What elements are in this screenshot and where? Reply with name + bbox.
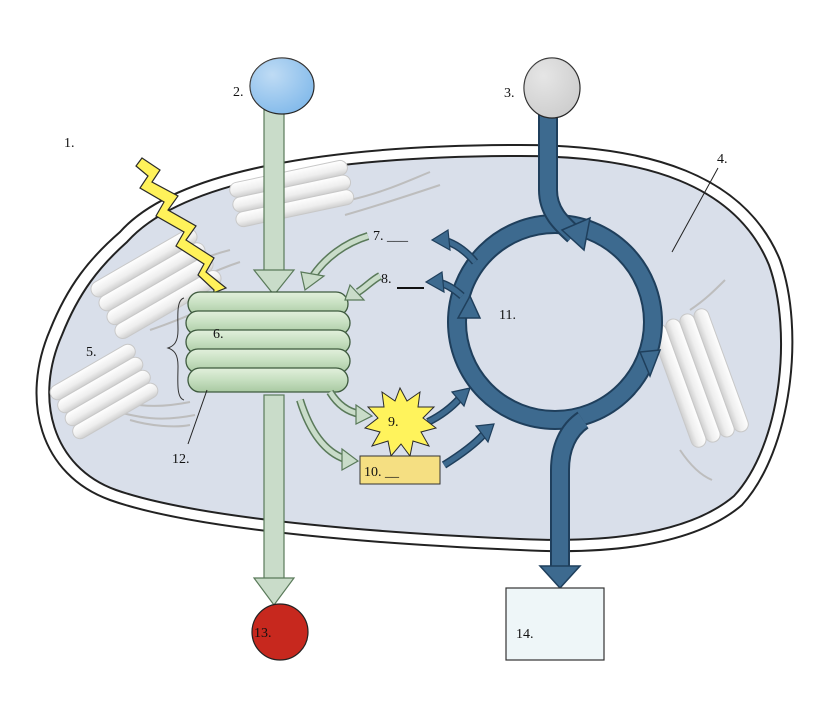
light-reaction-vertical-arrow: [252, 109, 296, 607]
label-2: 2.: [233, 85, 244, 100]
green-arrow-8-to-granum: [344, 272, 382, 301]
granum-bracket: [166, 297, 185, 401]
label-14: 14.: [516, 627, 534, 642]
label-13: 13.: [254, 626, 272, 641]
output-box-14: [505, 587, 605, 661]
granum-stack: [185, 291, 351, 393]
blue-arrow-9-to-cycle: [426, 387, 471, 426]
green-arrow-granum-to-10: [296, 398, 360, 472]
thylakoid-stack-right: [651, 308, 749, 448]
label-10: 10. __: [364, 465, 400, 480]
label-4: 4.: [717, 152, 728, 167]
green-arrow-granum-to-9: [326, 389, 374, 425]
label-8: 8.: [381, 272, 392, 287]
input-3-highlight: [524, 58, 580, 118]
label-12-pointer: [187, 389, 208, 445]
box-10: [359, 455, 441, 485]
input-2-highlight: [250, 58, 314, 114]
chloroplast-stroma: [48, 154, 782, 541]
label-4-pointer: [671, 167, 719, 253]
label-7: 7. ___: [373, 229, 409, 244]
label-6: 6.: [213, 327, 224, 342]
output-13-circle: [251, 603, 309, 661]
blue-arrow-to-7: [430, 228, 479, 265]
label-11: 11.: [499, 308, 516, 323]
starburst-9: [363, 386, 438, 458]
blue-arrow-to-8: [424, 270, 465, 300]
label-5: 5.: [86, 345, 97, 360]
label-1: 1.: [64, 136, 75, 151]
label-12: 12.: [172, 452, 190, 467]
thylakoid-stack-left: [49, 343, 159, 440]
blue-arrow-10-to-cycle: [441, 423, 495, 469]
label-9: 9.: [388, 415, 399, 430]
thylakoid-stack-upper-left: [90, 228, 222, 340]
calvin-cycle: [447, 112, 663, 590]
label-3: 3.: [504, 86, 515, 101]
green-arrow-7-to-granum: [300, 232, 370, 292]
